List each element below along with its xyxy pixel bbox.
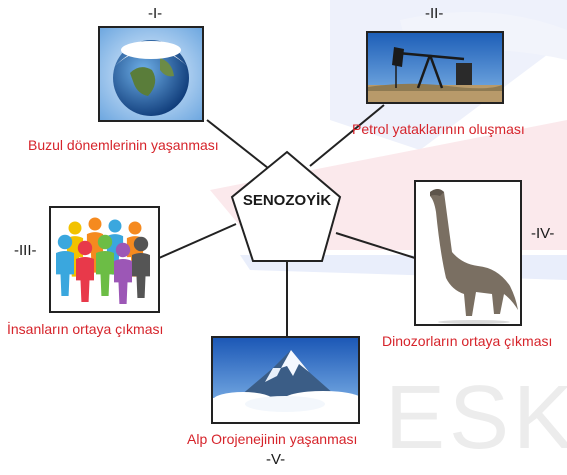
numeral-i: -I- — [148, 5, 163, 22]
caption-v: Alp Orojenejinin yaşanması — [187, 431, 358, 447]
image-frame-i — [98, 26, 204, 122]
numeral-iii: -III- — [14, 242, 37, 259]
person-figure — [96, 234, 114, 296]
person-figure — [56, 234, 74, 296]
person-figure — [132, 236, 150, 298]
caption-i: Buzul dönemlerinin yaşanması — [28, 137, 219, 153]
connector-line-i — [206, 119, 269, 169]
dinosaur-icon — [416, 182, 520, 324]
connector-line-iii — [149, 223, 237, 263]
connector-line-iv — [335, 232, 416, 259]
watermark-text: ESKİŞ — [385, 368, 567, 468]
center-title: SENOZOYİK — [242, 192, 332, 209]
mountain-icon — [213, 338, 358, 422]
person-figure — [76, 240, 94, 302]
center-pentagon — [230, 150, 342, 262]
caption-iv: Dinozorların ortaya çıkması — [382, 333, 553, 349]
numeral-v: -V- — [266, 451, 286, 468]
numeral-ii: -II- — [425, 5, 444, 22]
person-figure — [114, 242, 132, 304]
caption-ii: Petrol yataklarının oluşması — [352, 121, 525, 137]
connector-line-ii — [309, 104, 385, 167]
image-frame-ii — [366, 31, 504, 104]
image-frame-iii — [49, 206, 160, 313]
oil-pump-icon — [368, 33, 502, 102]
people-group-icon — [56, 217, 150, 304]
numeral-iv: -IV- — [531, 225, 555, 242]
image-frame-v — [211, 336, 360, 424]
image-frame-iv — [414, 180, 522, 326]
earth-globe-icon — [100, 28, 202, 120]
caption-iii: İnsanların ortaya çıkması — [7, 321, 164, 337]
